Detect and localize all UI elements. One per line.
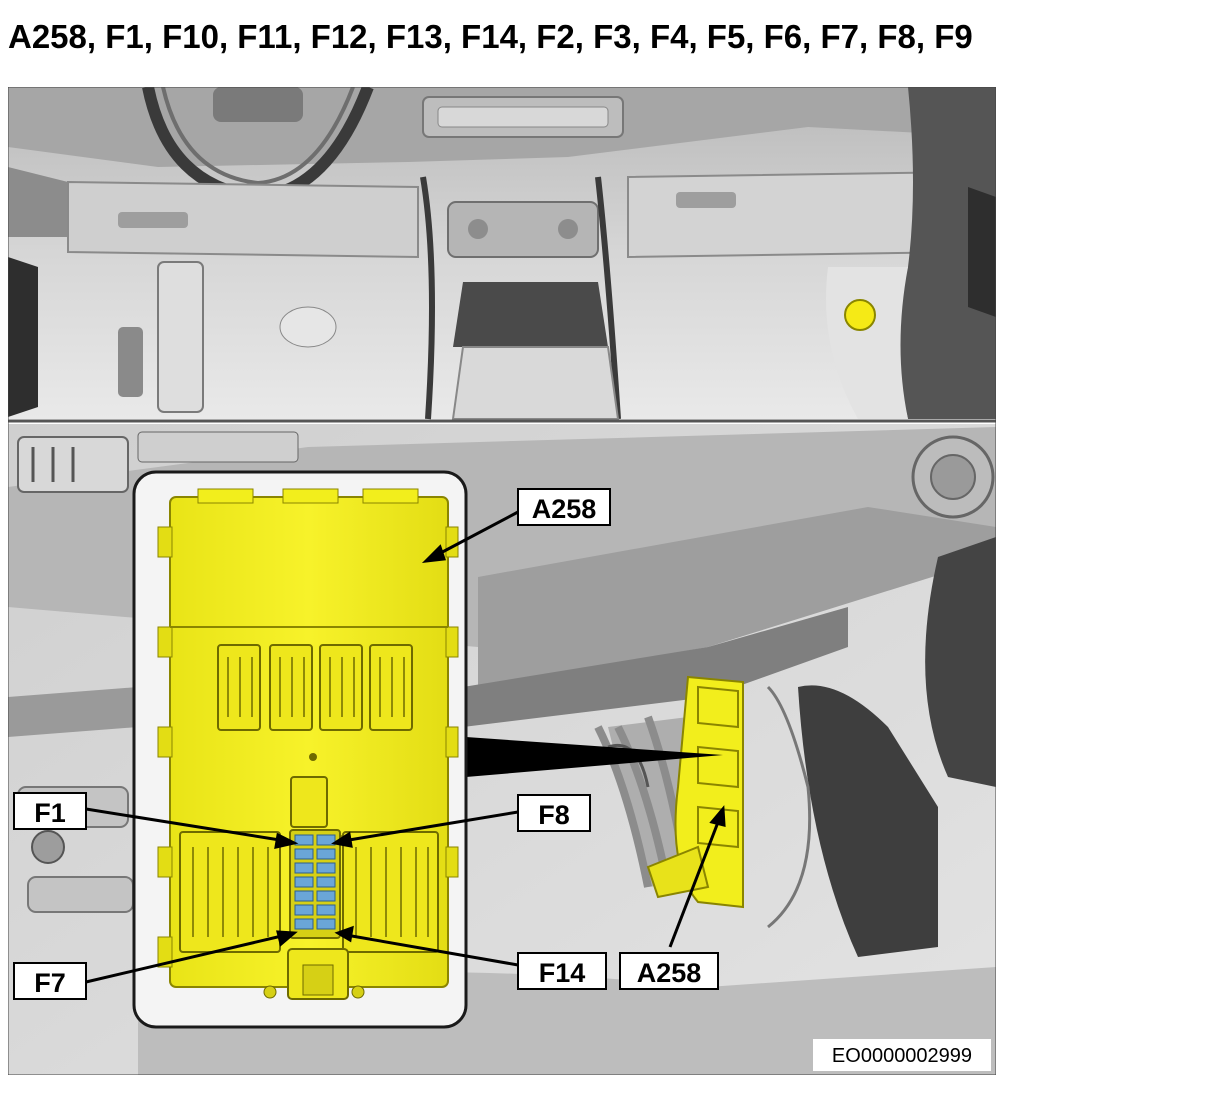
callout-label: A258 [637,958,702,988]
diagram-figure: A258 F1 F8 F7 F14 A258 EO0000002999 [8,87,996,1075]
fuse-block [289,829,341,939]
callout-f7: F7 [13,962,87,1000]
page-title: A258, F1, F10, F11, F12, F13, F14, F2, F… [8,18,973,55]
air-vent [17,431,299,493]
callout-label: F14 [539,958,586,988]
callout-label: F1 [34,798,66,828]
callout-a258-side: A258 [619,952,719,990]
detail-panel: A258 F1 F8 F7 F14 A258 EO0000002999 [8,424,996,1075]
figure-id: EO0000002999 [832,1045,972,1067]
callout-f14: F14 [517,952,607,990]
module-detail-inset [132,470,468,1029]
callout-label: F7 [34,968,66,998]
mounted-module-a258 [646,675,744,909]
callout-a258-top: A258 [517,488,611,526]
location-marker [844,299,876,331]
callout-label: A258 [532,494,597,524]
callout-f1: F1 [13,792,87,830]
callout-label: F8 [538,800,570,830]
callout-f8: F8 [517,794,591,832]
overview-panel [8,87,996,420]
leader-lines [85,510,726,984]
figure-id-box: EO0000002999 [813,1039,991,1071]
